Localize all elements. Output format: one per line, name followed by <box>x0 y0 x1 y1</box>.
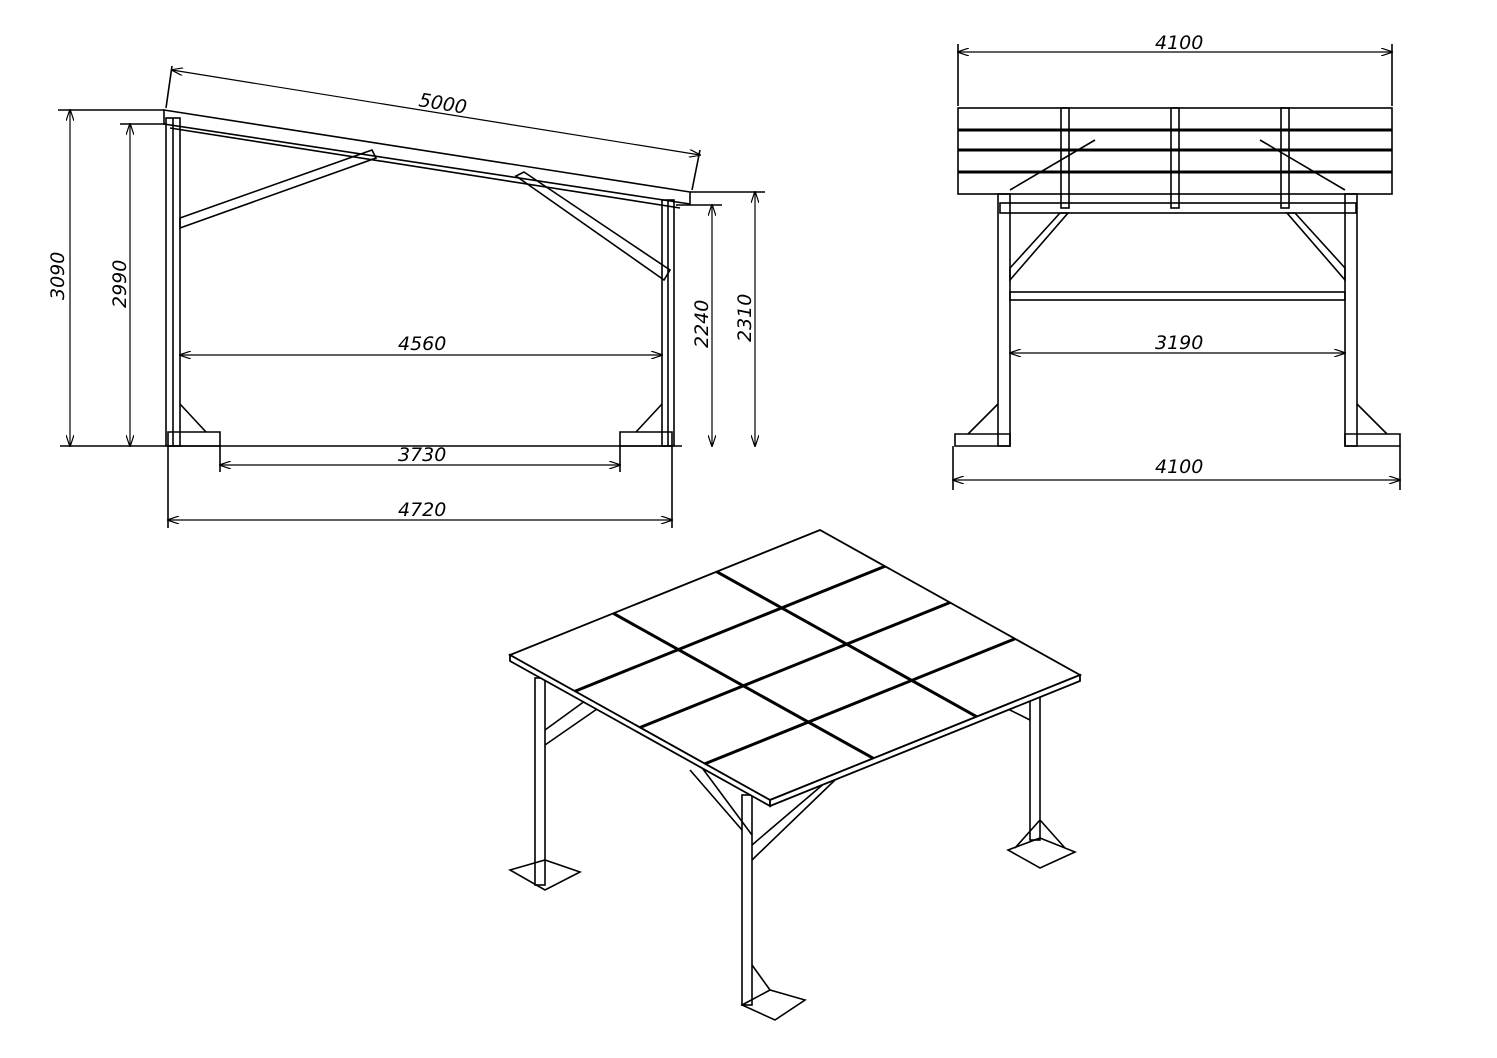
panel-gap <box>704 637 1016 766</box>
dim-roof-width: 4100 <box>1155 32 1203 54</box>
panel-divider <box>1280 107 1290 209</box>
right-post <box>1344 193 1358 447</box>
upper-brace <box>1259 139 1346 191</box>
gusset <box>1014 819 1041 849</box>
brace <box>689 769 743 831</box>
dim-low-total-height: 2310 <box>734 294 756 342</box>
base-front-right <box>740 989 807 1021</box>
upper-brace <box>1009 139 1096 191</box>
dim-overall-width: 4720 <box>398 499 446 521</box>
right-brace <box>1285 212 1346 283</box>
post-front-left <box>534 677 546 886</box>
cross-beam <box>999 202 1357 214</box>
right-base <box>1344 433 1401 447</box>
base-back-right <box>1006 837 1078 869</box>
brace <box>751 779 836 861</box>
left-brace <box>1009 212 1070 283</box>
gusset <box>179 403 207 433</box>
dim-5000 <box>172 70 700 155</box>
side-view <box>58 65 765 528</box>
right-brace <box>514 171 672 282</box>
dim-total-height: 3090 <box>47 252 69 300</box>
dim-post-height-low: 2240 <box>691 300 713 348</box>
dim-base-width: 4100 <box>1155 456 1203 478</box>
left-post <box>997 193 1011 447</box>
roof-beam <box>163 109 691 205</box>
ext <box>691 149 701 191</box>
ext <box>165 65 173 109</box>
left-base <box>954 433 1011 447</box>
dim-roof-length: 5000 <box>417 89 468 119</box>
base-front-left <box>507 859 583 891</box>
gusset <box>1356 403 1388 435</box>
dim-post-height-high: 2990 <box>109 260 131 308</box>
gusset <box>751 964 771 991</box>
panel-gap <box>639 601 951 729</box>
panel-divider <box>1170 107 1180 209</box>
brace <box>699 764 753 836</box>
post-back-right <box>1029 689 1041 841</box>
panel-gap <box>574 564 886 693</box>
dim-front-inner-width: 3190 <box>1155 332 1203 354</box>
panel-divider <box>1060 107 1070 209</box>
isometric-view <box>507 529 1083 1021</box>
gusset <box>967 403 999 435</box>
right-base-plate <box>619 431 673 447</box>
gusset <box>1039 819 1066 849</box>
mid-beam <box>1009 291 1346 301</box>
left-base-plate <box>167 431 221 447</box>
gusset <box>635 403 663 433</box>
front-view <box>953 44 1400 490</box>
left-brace <box>179 149 378 230</box>
post-front-right <box>741 794 753 1006</box>
dim-base-inner: 3730 <box>398 444 446 466</box>
dim-inner-width: 4560 <box>398 333 446 355</box>
